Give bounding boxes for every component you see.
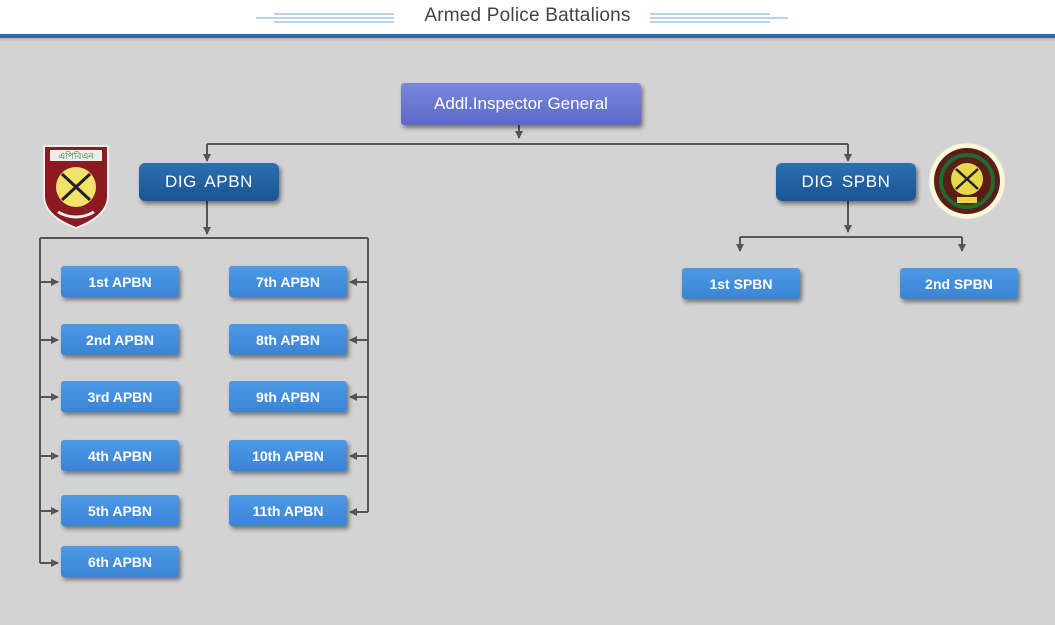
unit-6th-apbn[interactable]: 6th APBN bbox=[61, 546, 179, 577]
unit-9th-apbn[interactable]: 9th APBN bbox=[229, 381, 347, 412]
dig-apbn-box[interactable]: DIG APBN bbox=[139, 163, 279, 201]
page-title: Armed Police Battalions bbox=[424, 5, 631, 26]
unit-2nd-apbn[interactable]: 2nd APBN bbox=[61, 324, 179, 355]
dig-spbn-box[interactable]: DIG SPBN bbox=[776, 163, 916, 201]
header-divider bbox=[0, 34, 1055, 38]
unit-10th-apbn[interactable]: 10th APBN bbox=[229, 440, 347, 471]
title-decoration-left bbox=[256, 13, 394, 23]
unit-3rd-apbn[interactable]: 3rd APBN bbox=[61, 381, 179, 412]
header-shadow bbox=[0, 38, 1055, 42]
addl-inspector-general-box[interactable]: Addl.Inspector General bbox=[401, 83, 641, 125]
apbn-emblem-text: এপিবিএন bbox=[58, 151, 94, 162]
page-header: Armed Police Battalions bbox=[0, 0, 1055, 34]
unit-7th-apbn[interactable]: 7th APBN bbox=[229, 266, 347, 297]
unit-2nd-spbn[interactable]: 2nd SPBN bbox=[900, 268, 1018, 299]
unit-8th-apbn[interactable]: 8th APBN bbox=[229, 324, 347, 355]
unit-1st-spbn[interactable]: 1st SPBN bbox=[682, 268, 800, 299]
unit-4th-apbn[interactable]: 4th APBN bbox=[61, 440, 179, 471]
unit-5th-apbn[interactable]: 5th APBN bbox=[61, 495, 179, 526]
apbn-shield-emblem-icon: এপিবিএন bbox=[43, 145, 109, 230]
unit-11th-apbn[interactable]: 11th APBN bbox=[229, 495, 347, 526]
spbn-round-emblem-icon bbox=[928, 142, 1006, 220]
unit-1st-apbn[interactable]: 1st APBN bbox=[61, 266, 179, 297]
title-decoration-right bbox=[650, 13, 788, 23]
